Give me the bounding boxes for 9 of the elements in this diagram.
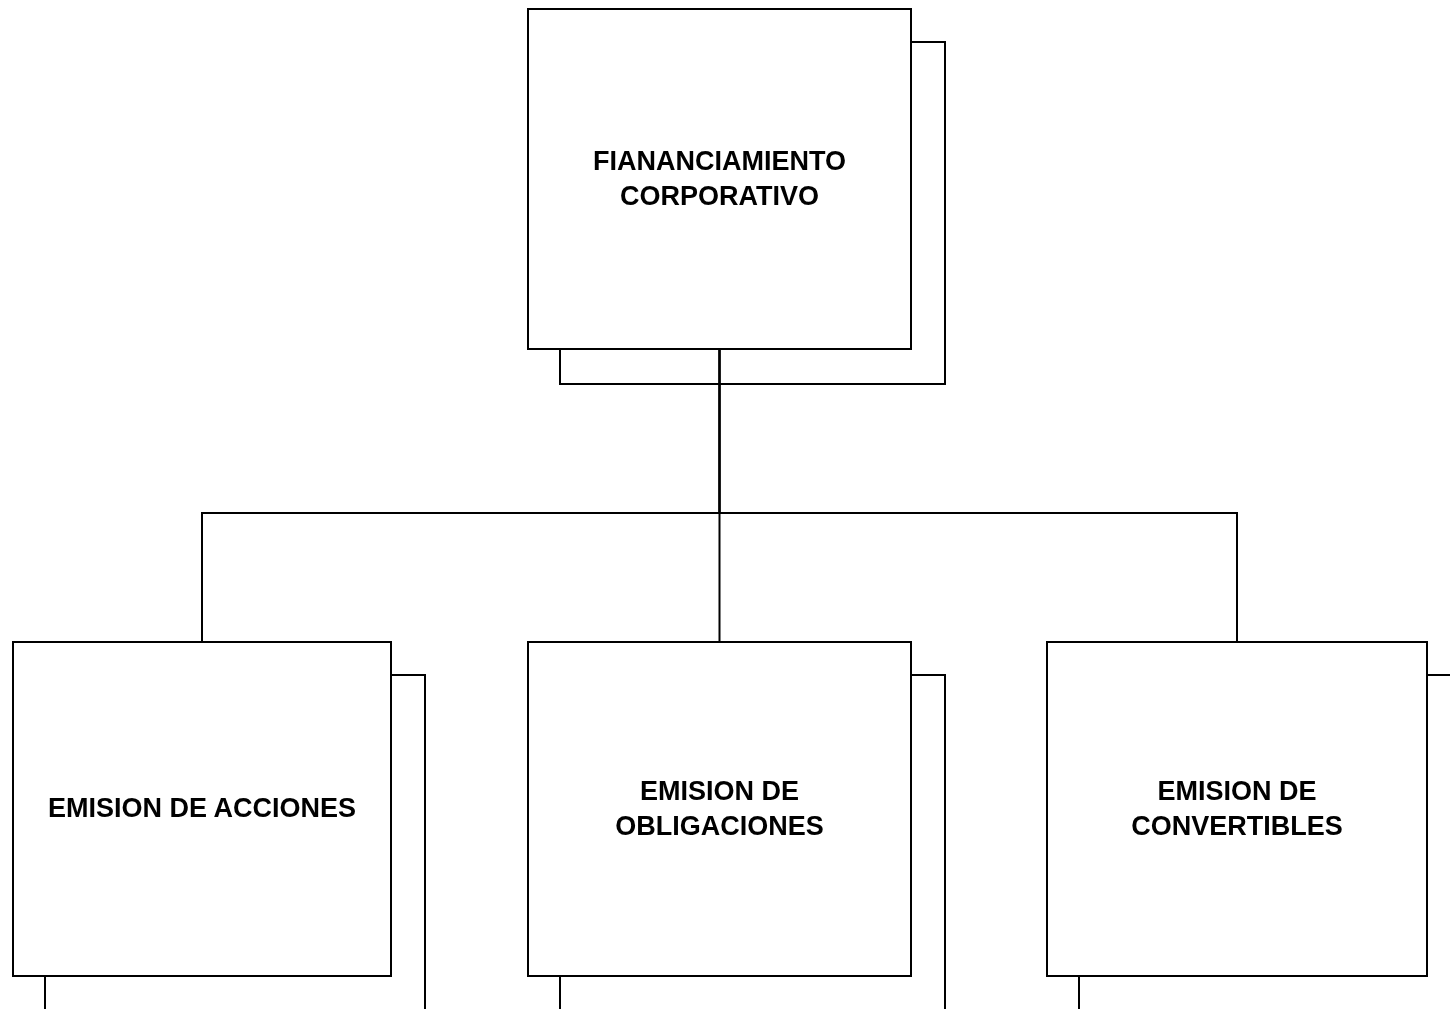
box-title: EMISION DE ACCIONES (46, 792, 357, 826)
box-title: FIANANCIAMIENTO CORPORATIVO (592, 144, 847, 213)
org-chart-box (1046, 641, 1428, 977)
box-title: EMISION DE CONVERTIBLES (1130, 774, 1344, 843)
connector-line (718, 349, 1238, 642)
box-title: EMISION DE OBLIGACIONES (614, 774, 825, 843)
org-chart-box (527, 641, 912, 977)
org-chart-box (527, 8, 912, 350)
org-chart-box (12, 641, 392, 977)
